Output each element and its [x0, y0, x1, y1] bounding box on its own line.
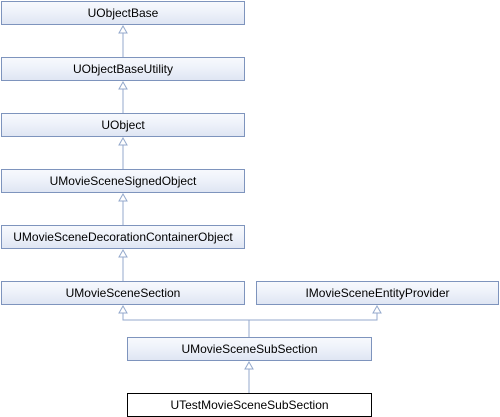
node-uobjectbase[interactable]: UObjectBase	[1, 1, 245, 25]
node-label: UMovieSceneSection	[65, 286, 181, 300]
arrowhead-decoration	[118, 248, 128, 258]
arrowhead-entity	[372, 304, 382, 314]
node-label: UObject	[101, 118, 145, 132]
node-uobject[interactable]: UObject	[1, 113, 245, 137]
node-uobjectbaseutility[interactable]: UObjectBaseUtility	[1, 57, 245, 81]
node-label: UObjectBase	[87, 6, 159, 20]
node-label: UMovieSceneSubSection	[181, 342, 318, 356]
arrowhead-uobjectbase	[118, 24, 128, 34]
node-label: UMovieSceneSignedObject	[49, 174, 197, 188]
node-utestmoviescenesubsection-current: UTestMovieSceneSubSection	[127, 393, 372, 417]
node-label: UTestMovieSceneSubSection	[170, 398, 329, 412]
node-label: UObjectBaseUtility	[72, 62, 174, 76]
node-imoviesceneentityprovider[interactable]: IMovieSceneEntityProvider	[256, 281, 499, 305]
node-umoviescenesection[interactable]: UMovieSceneSection	[1, 281, 245, 305]
arrowhead-uobjectbaseutility	[118, 80, 128, 90]
arrowhead-signed	[118, 192, 128, 202]
arrowhead-uobject	[118, 136, 128, 146]
node-label: IMovieSceneEntityProvider	[305, 286, 450, 300]
arrowhead-subsection	[244, 360, 254, 370]
node-umoviescenesubsection[interactable]: UMovieSceneSubSection	[127, 337, 372, 361]
edge-subsection-to-entity	[249, 313, 378, 321]
node-label: UMovieSceneDecorationContainerObject	[13, 230, 233, 244]
node-umoviescenesignedobject[interactable]: UMovieSceneSignedObject	[1, 169, 245, 193]
node-umoviescenedecorationcontainerobject[interactable]: UMovieSceneDecorationContainerObject	[1, 225, 245, 249]
arrowhead-section	[118, 304, 128, 314]
edge-subsection-to-section	[122, 313, 250, 337]
